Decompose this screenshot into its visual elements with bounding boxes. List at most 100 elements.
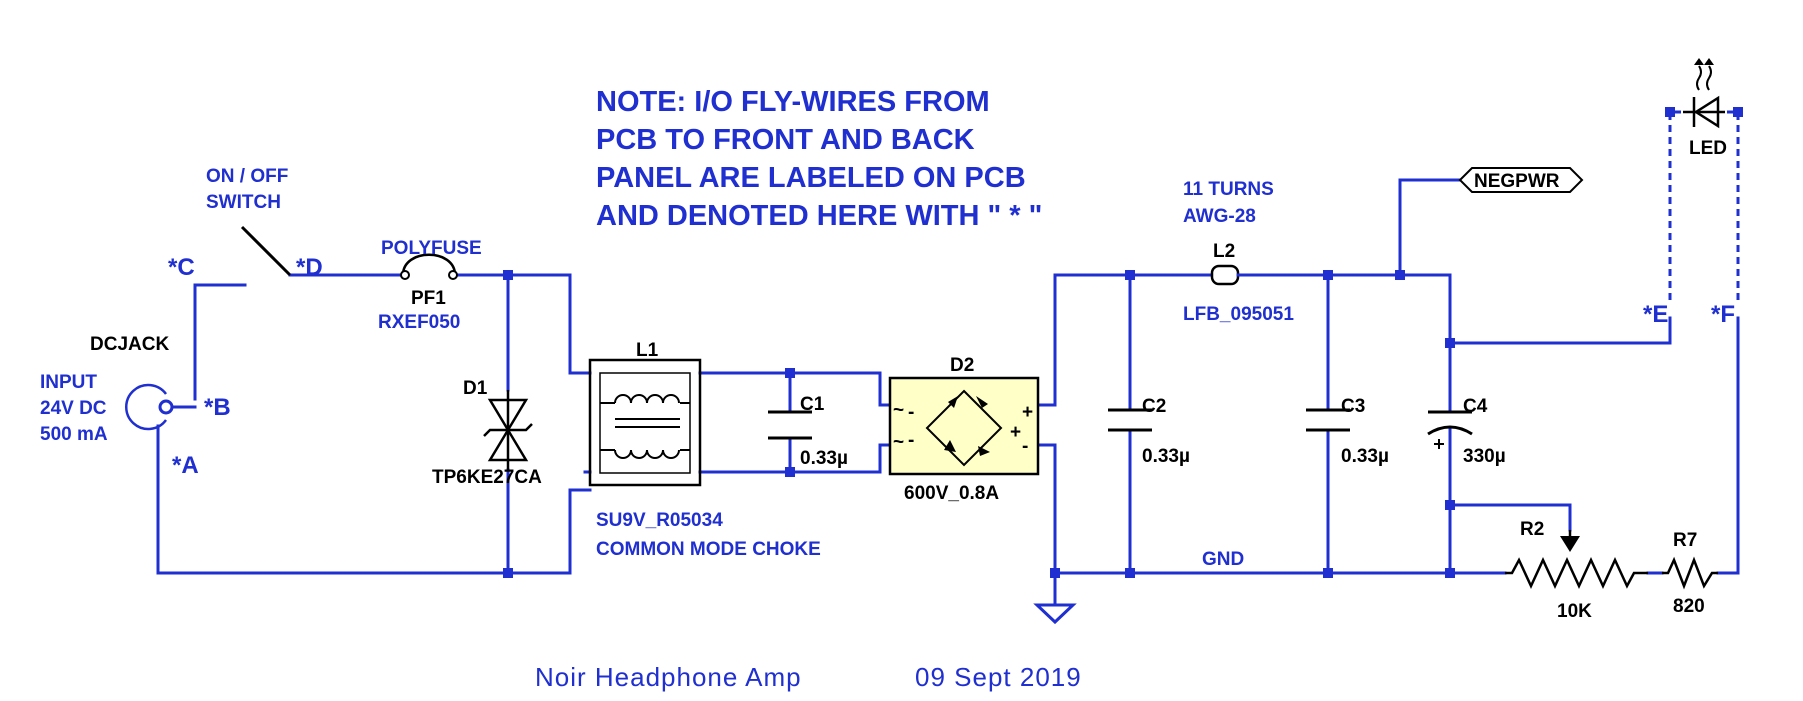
- dcjack-desc-3: 500 mA: [40, 424, 108, 445]
- pf1-value: RXEF050: [378, 312, 460, 333]
- c2-ref: C2: [1142, 396, 1166, 417]
- junctions: [503, 107, 1743, 578]
- gnd-net-label: GND: [1202, 549, 1244, 570]
- wire-negpwr: [1398, 178, 1462, 277]
- wire-fuse-to-l1: [453, 273, 592, 375]
- junction-dot: [1125, 568, 1135, 578]
- dc-jack-symbol: [125, 383, 197, 450]
- junction-dot: [785, 467, 795, 477]
- bridge-ac-pin-1: ~: [893, 400, 904, 421]
- bridge-minus-pin-1: -: [908, 402, 914, 423]
- r2-ref: R2: [1520, 519, 1544, 540]
- wire-r7-to-f: [1716, 316, 1740, 575]
- r2-value: 10K: [1557, 601, 1592, 622]
- io-point-b: *B: [204, 394, 231, 421]
- wire-r2-wiper: [1448, 503, 1572, 532]
- footer-date: 09 Sept 2019: [915, 662, 1082, 692]
- junction-dot: [1733, 107, 1743, 117]
- junction-dot: [1125, 270, 1135, 280]
- note-line-4: AND DENOTED HERE WITH " * ": [596, 200, 1042, 232]
- wire-l1-gnd-in: [568, 488, 592, 549]
- l1-ref: L1: [636, 340, 659, 361]
- capacitor-c4-polarized-symbol: [1427, 410, 1473, 449]
- wire-ground-return: [156, 446, 572, 575]
- bridge-minus-pin-2: -: [908, 430, 914, 451]
- io-point-a: *A: [172, 452, 199, 479]
- bridge-ac-pin-2: ~: [893, 432, 904, 453]
- polyfuse-symbol: [400, 253, 458, 280]
- l2-desc-1: 11 TURNS: [1183, 179, 1274, 200]
- footer-title: Noir Headphone Amp: [535, 662, 802, 692]
- io-point-c: *C: [168, 254, 195, 281]
- note-line-3: PANEL ARE LABELED ON PCB: [596, 162, 1026, 194]
- negpwr-flag-shape: [1458, 167, 1584, 193]
- capacitor-c3-symbol: [1306, 408, 1350, 432]
- io-point-e: *E: [1643, 301, 1668, 328]
- wire-jack-to-switch: [193, 283, 242, 401]
- note-line-1: NOTE: I/O FLY-WIRES FROM: [596, 86, 990, 118]
- c1-value: 0.33µ: [800, 448, 848, 469]
- c4-value: 330µ: [1463, 446, 1506, 467]
- l1-value: SU9V_R05034: [596, 510, 723, 531]
- io-point-f: *F: [1711, 301, 1735, 328]
- junction-dot: [1050, 568, 1060, 578]
- capacitor-c1-symbol: [768, 410, 812, 440]
- junction-dot: [503, 568, 513, 578]
- r7-ref: R7: [1673, 530, 1697, 551]
- l2-value: LFB_095051: [1183, 304, 1294, 325]
- c3-value: 0.33µ: [1341, 446, 1389, 467]
- junction-dot: [1395, 270, 1405, 280]
- io-point-d: *D: [296, 254, 323, 281]
- bridge-minus-pin-3: -: [1022, 436, 1028, 457]
- l2-ref: L2: [1213, 241, 1235, 262]
- wire-bridge-minus: [1036, 443, 1057, 607]
- ground-symbol: [1033, 603, 1077, 625]
- dcjack-desc-2: 24V DC: [40, 398, 107, 419]
- ferrite-bead-symbol: [1198, 264, 1252, 286]
- junction-dot: [1665, 107, 1675, 117]
- c2-value: 0.33µ: [1142, 446, 1190, 467]
- switch-desc-2: SWITCH: [206, 192, 281, 213]
- switch-desc-1: ON / OFF: [206, 166, 288, 187]
- d1-value: TP6KE27CA: [432, 467, 542, 488]
- bridge-plus-pin-1: +: [1022, 402, 1033, 423]
- dcjack-desc-1: INPUT: [40, 372, 97, 393]
- junction-dot: [503, 270, 513, 280]
- note-text-block: NOTE: I/O FLY-WIRES FROM PCB TO FRONT AN…: [596, 86, 1042, 232]
- note-line-2: PCB TO FRONT AND BACK: [596, 124, 975, 156]
- dcjack-ref: DCJACK: [90, 334, 169, 355]
- l1-desc: COMMON MODE CHOKE: [596, 539, 821, 560]
- bridge-plus-pin-2: +: [1010, 422, 1021, 443]
- resistor-r7-symbol: [1662, 556, 1718, 590]
- pf1-ref: PF1: [411, 288, 446, 309]
- bridge-rectifier-symbol: [888, 376, 1040, 476]
- c1-ref: C1: [800, 394, 825, 415]
- wire-led-f-dashed: [1725, 110, 1740, 300]
- c4-ref: C4: [1463, 396, 1488, 417]
- junction-dot: [1445, 568, 1455, 578]
- junction-dot: [1323, 270, 1333, 280]
- led-ref: LED: [1689, 138, 1727, 159]
- junction-dot: [1323, 568, 1333, 578]
- led-symbol: [1683, 58, 1725, 129]
- common-mode-choke-symbol: [588, 358, 702, 487]
- junction-dot: [785, 368, 795, 378]
- capacitor-c2-symbol: [1108, 408, 1152, 432]
- l2-desc-2: AWG-28: [1183, 206, 1256, 227]
- junction-dot: [1445, 500, 1455, 510]
- wire-to-e: [1448, 316, 1672, 345]
- d2-ref: D2: [950, 355, 974, 376]
- wire-led-e-dashed: [1668, 110, 1683, 300]
- wire-bridge-plus: [1036, 273, 1202, 407]
- potentiometer-r2-symbol: [1505, 530, 1648, 589]
- d2-value: 600V_0.8A: [904, 483, 999, 504]
- r7-value: 820: [1673, 596, 1705, 617]
- switch-symbol: [238, 225, 292, 287]
- junction-dot: [1445, 338, 1455, 348]
- c3-ref: C3: [1341, 396, 1365, 417]
- negpwr-label: NEGPWR: [1474, 171, 1560, 192]
- tvs-diode-symbol: [483, 390, 533, 470]
- d1-ref: D1: [463, 378, 488, 399]
- pf1-type: POLYFUSE: [381, 238, 482, 259]
